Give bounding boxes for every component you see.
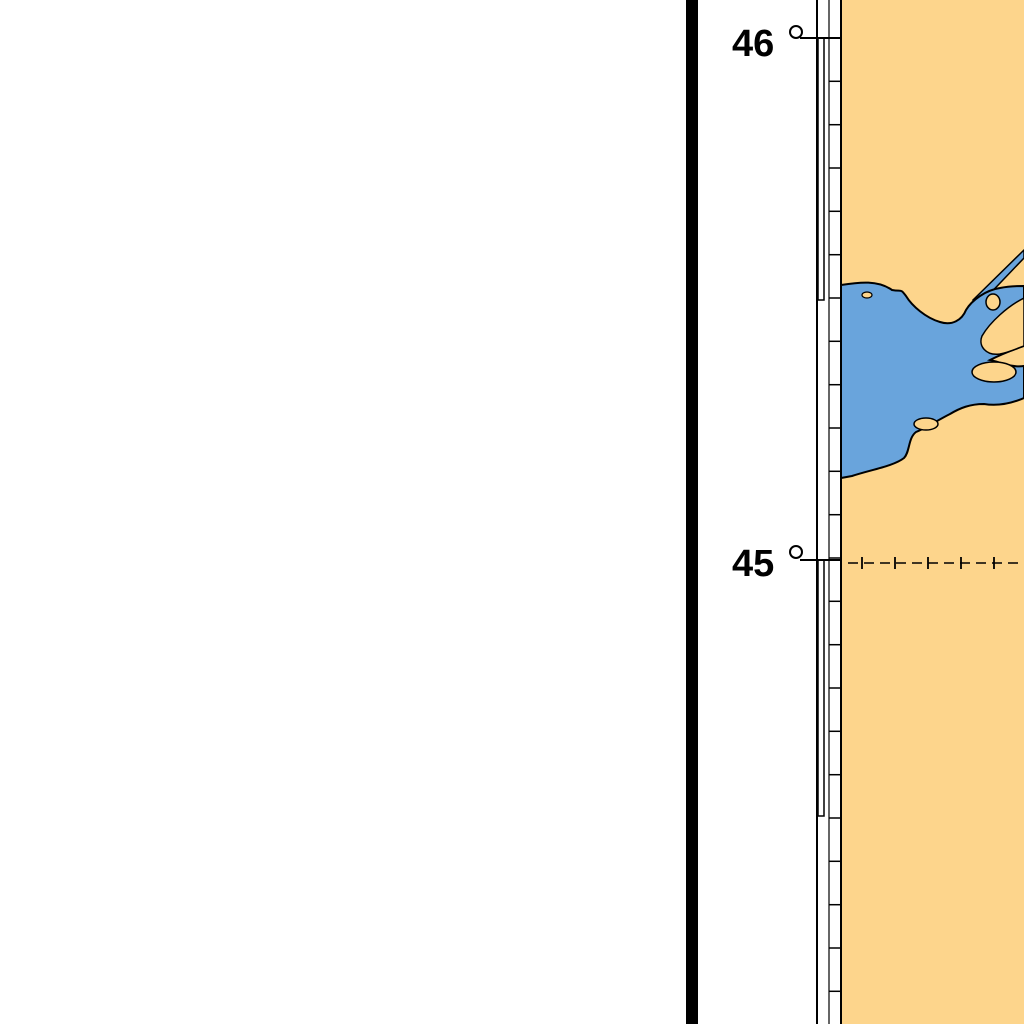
land-area: [841, 0, 1024, 1024]
latitude-scale: [800, 0, 842, 1024]
land-headland: [980, 297, 1024, 355]
river-main-body: [840, 281, 1024, 480]
latitude-label-46: 46: [732, 23, 774, 65]
degree-symbol-46: [789, 25, 803, 39]
island: [985, 293, 1001, 311]
scale-segment-45: [817, 559, 825, 817]
latitude-label-45: 45: [732, 543, 774, 585]
parallel-45-line: [848, 557, 1024, 569]
island: [913, 417, 939, 431]
island: [861, 291, 873, 299]
neatline-border: [686, 0, 698, 1024]
island: [971, 361, 1017, 383]
outer-margin: [0, 0, 686, 1024]
river-system: [840, 248, 1024, 480]
scale-segment-46: [817, 37, 825, 301]
degree-symbol-45: [789, 545, 803, 559]
scale-ticks: [829, 37, 841, 993]
latitude-labels: 46 45: [732, 23, 803, 585]
